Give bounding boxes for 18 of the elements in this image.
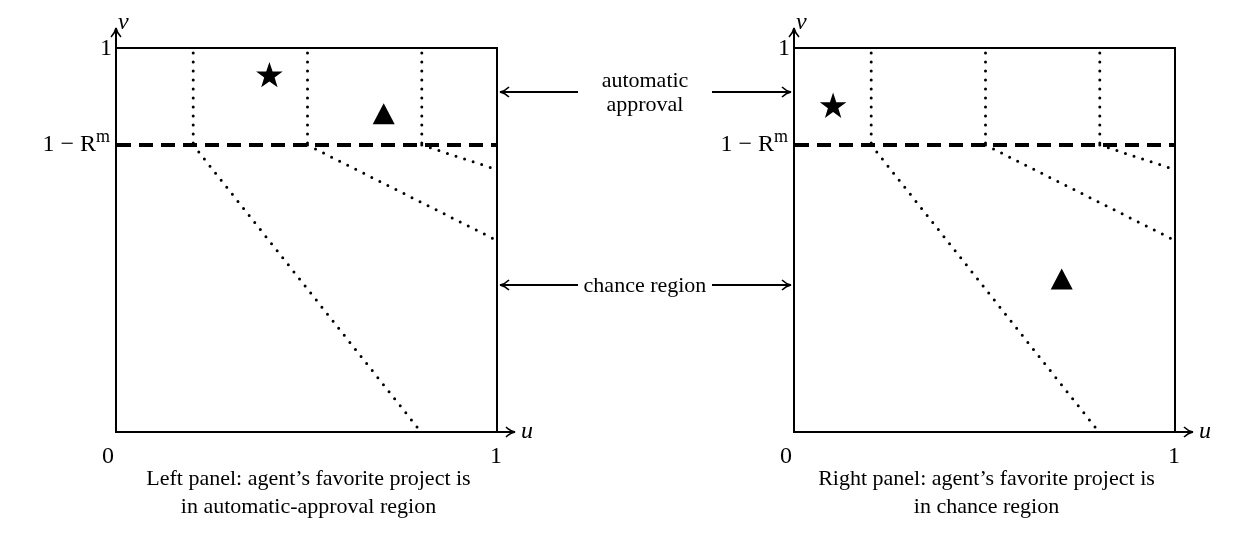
plot-area	[115, 47, 498, 433]
axis-label: u	[1199, 416, 1211, 445]
plot-area	[793, 47, 1176, 433]
axis-label: u	[521, 416, 533, 445]
tick-label: 1 − R$^{m}$	[41, 128, 110, 158]
panel-caption: Left panel: agent’s favorite project is in automatic-approval region	[145, 464, 472, 520]
tick-label: 0	[102, 441, 114, 470]
tick-label: 0	[780, 441, 792, 470]
tick-label: 1	[490, 441, 502, 470]
tick-label: 1	[777, 33, 790, 62]
tick-label: 1 − R$^{m}$	[719, 128, 788, 158]
axis-label: v	[118, 7, 129, 36]
panel-caption: Right panel: agent’s favorite project is in chance region	[817, 464, 1156, 520]
tick-label: 1	[99, 33, 112, 62]
region-label: automatic approval	[582, 66, 708, 118]
tick-label: 1	[1168, 441, 1180, 470]
axis-label: v	[796, 7, 807, 36]
region-label: chance region	[582, 259, 708, 311]
